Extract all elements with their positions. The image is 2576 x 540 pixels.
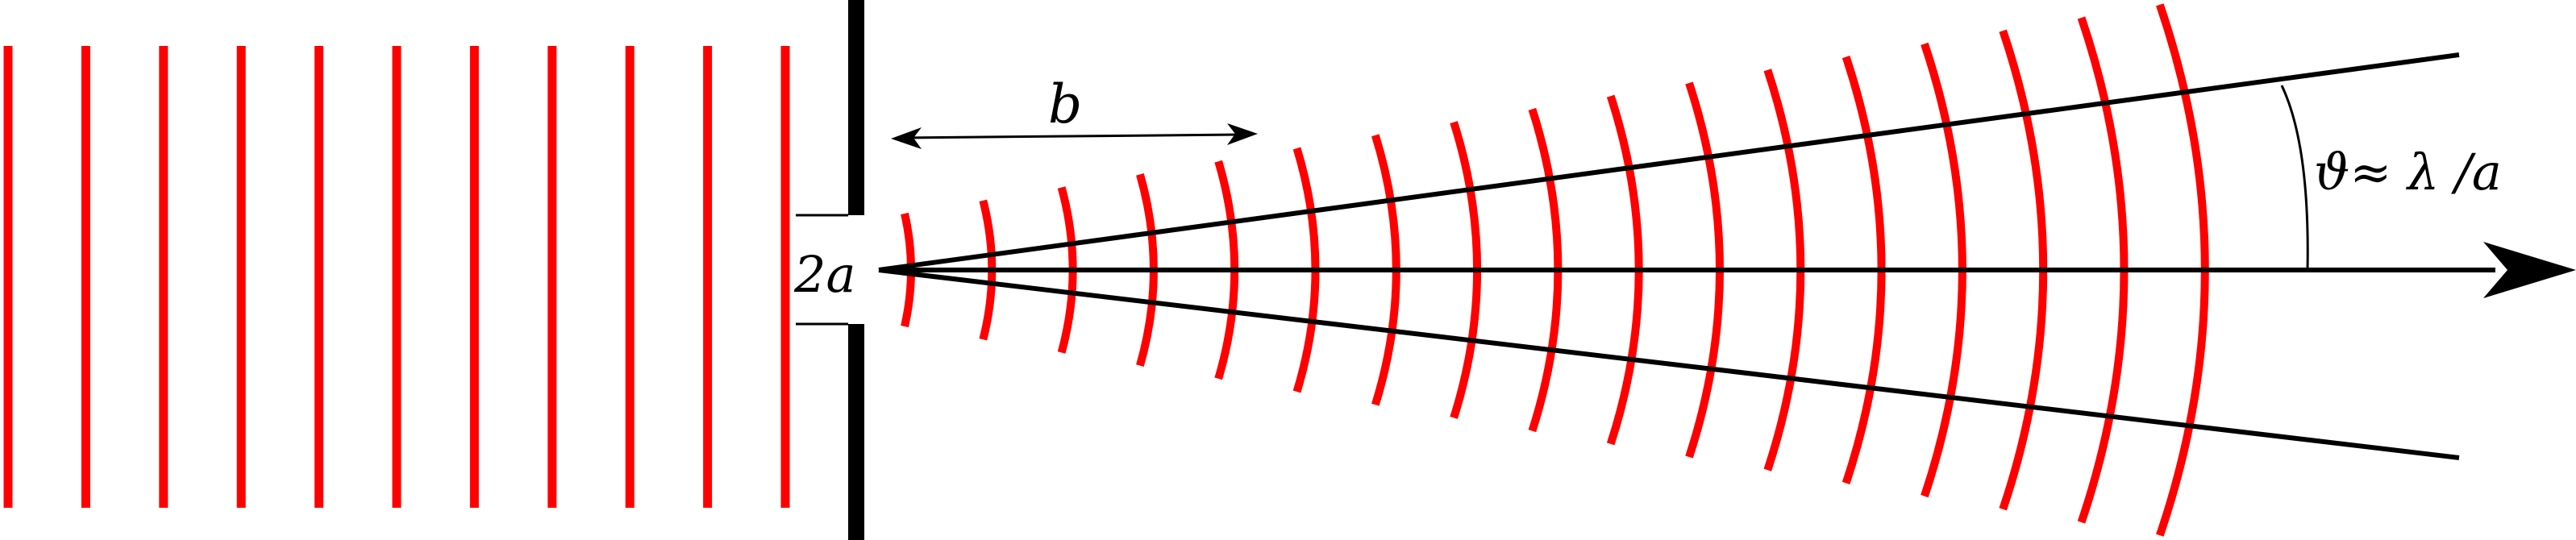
screen-upper — [848, 0, 864, 215]
distance-label: b — [1048, 73, 1082, 135]
incident-plane-waves — [3, 46, 790, 508]
angle-arc — [2280, 85, 2309, 271]
slit-screen — [796, 0, 864, 540]
beam-edge-lower — [878, 268, 2460, 460]
screen-lower — [848, 324, 864, 540]
angle-label: ϑ≈ λ /a — [2314, 143, 2502, 201]
distance-arrow — [891, 123, 1258, 149]
beam-edge-upper — [878, 52, 2460, 272]
optical-axis-arrow — [879, 242, 2576, 298]
aperture-label: 2a — [793, 245, 855, 304]
